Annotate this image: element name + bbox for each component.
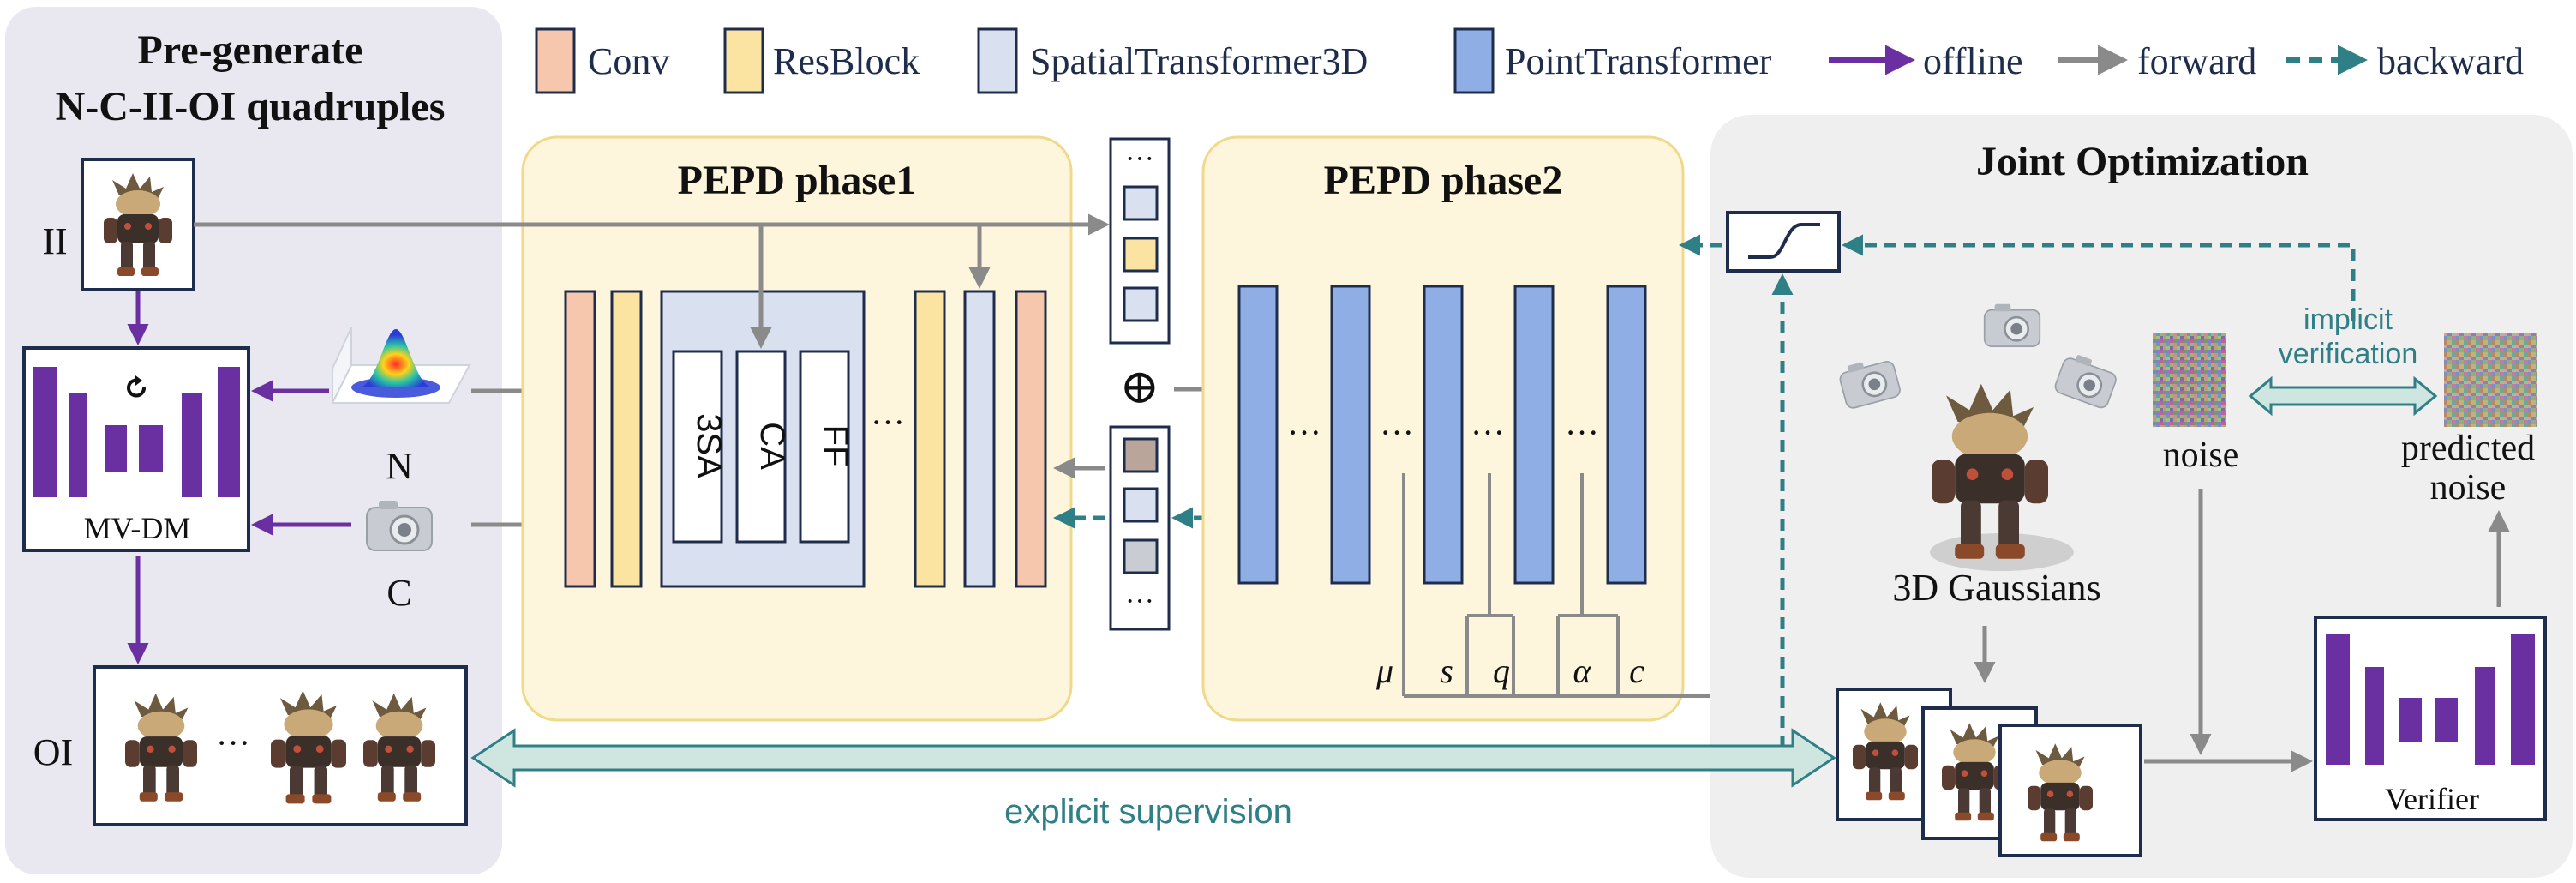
verifier-bar-2 xyxy=(2365,667,2384,765)
camera-top-icon xyxy=(1983,303,2041,348)
sa-block xyxy=(672,350,723,544)
verifier-bar-6 xyxy=(2511,634,2535,765)
legend-backward-label: backward xyxy=(2377,40,2524,82)
noise-image xyxy=(2153,333,2226,427)
lower-stack-ellipsis: ··· xyxy=(1125,586,1154,617)
phase1-spatial-out xyxy=(963,290,996,588)
refresh-icon xyxy=(127,378,146,398)
legend-spatial-label: SpatialTransformer3D xyxy=(1030,40,1368,82)
implicit-label-line2: verification xyxy=(2279,338,2418,370)
oi-ellipsis: ··· xyxy=(216,724,250,762)
param-q: q xyxy=(1493,652,1510,690)
pregenerate-title-line1: Pre-generate xyxy=(138,27,363,73)
legend-resblock-swatch xyxy=(723,27,764,94)
verifier-bar-3 xyxy=(2399,698,2422,742)
mvdm-label: MV-DM xyxy=(84,511,191,545)
phase2-title: PEPD phase2 xyxy=(1324,158,1563,203)
phase2-ellipsis-4: ··· xyxy=(1565,413,1599,452)
implicit-label-line1: implicit xyxy=(2303,303,2393,336)
param-s: s xyxy=(1440,652,1453,690)
phase1-ellipsis: ··· xyxy=(871,403,905,442)
param-alpha: α xyxy=(1573,652,1592,690)
mvdm-bar-2 xyxy=(69,393,87,497)
ff-block xyxy=(799,350,850,544)
lower-stack-frame xyxy=(1109,425,1171,631)
point-transformer-5 xyxy=(1606,285,1647,585)
legend-spatial-swatch xyxy=(977,27,1018,94)
legend-conv-swatch xyxy=(535,27,576,94)
upper-stack-item-1 xyxy=(1123,185,1159,221)
point-transformer-1 xyxy=(1237,285,1279,585)
ca-block xyxy=(735,350,787,544)
mvdm-bar-4 xyxy=(139,425,163,472)
predicted-noise-label-line2: noise xyxy=(2430,468,2507,508)
point-transformer-3 xyxy=(1423,285,1464,585)
pepd-phase1: PEPD phase1 3SA CA FF ··· xyxy=(521,135,1073,722)
phase2-ellipsis-2: ··· xyxy=(1380,413,1414,452)
legend-offline-label: offline xyxy=(1923,40,2023,82)
predicted-noise-image xyxy=(2444,333,2537,427)
upper-stack-item-3 xyxy=(1123,286,1159,322)
noise-gaussian-plot xyxy=(331,327,471,404)
legend-point-label: PointTransformer xyxy=(1505,40,1772,82)
point-transformer-4 xyxy=(1513,285,1555,585)
phase2-ellipsis-1: ··· xyxy=(1287,413,1321,452)
mvdm-bar-6 xyxy=(218,367,240,497)
n-label: N xyxy=(386,445,413,487)
noise-label: noise xyxy=(2163,435,2239,475)
camera-c-icon xyxy=(365,499,434,552)
legend-forward-label: forward xyxy=(2137,40,2256,82)
phase1-conv-in xyxy=(564,290,596,588)
backward-path-verifier-to-sigmoid xyxy=(1842,234,2356,321)
oi-label: OI xyxy=(33,731,73,773)
sigmoid-icon xyxy=(1748,223,1820,259)
pregenerate-panel: Pre-generate N-C-II-OI quadruples II MV-… xyxy=(5,7,502,874)
phase1-conv-out xyxy=(1015,290,1047,588)
phase1-title: PEPD phase1 xyxy=(678,158,917,203)
upper-stack-item-2 xyxy=(1123,237,1159,273)
mvdm-bar-1 xyxy=(33,367,57,497)
pregenerate-title-line2: N-C-II-OI quadruples xyxy=(56,84,446,129)
upper-feature-stack: ··· xyxy=(1109,137,1171,345)
mvdm-bar-5 xyxy=(182,393,202,497)
legend: Conv ResBlock SpatialTransformer3D Point… xyxy=(535,27,2524,94)
gaussians-label: 3D Gaussians xyxy=(1892,567,2100,609)
ff-label: FF xyxy=(817,425,854,467)
verifier-bar-4 xyxy=(2435,698,2458,742)
verifier-bar-5 xyxy=(2475,667,2495,765)
mvdm-box xyxy=(22,346,250,552)
legend-point-swatch xyxy=(1453,27,1495,94)
explicit-supervision-arrow xyxy=(470,728,1836,788)
mvdm-bar-3 xyxy=(105,425,127,472)
lower-feature-stack: ··· xyxy=(1109,425,1171,631)
lower-stack-item-1 xyxy=(1123,437,1159,473)
verifier-box xyxy=(2314,616,2547,821)
explicit-supervision-label: explicit supervision xyxy=(1004,793,1292,831)
joint-title: Joint Optimization xyxy=(1976,139,2309,184)
joint-optimization-panel: Joint Optimization 3D Gaussians noise pr… xyxy=(1710,115,2573,878)
phase1-resblock-in xyxy=(610,290,643,588)
phase2-ellipsis-3: ··· xyxy=(1471,413,1505,452)
sa-label: 3SA xyxy=(690,413,728,478)
ca-label: CA xyxy=(753,422,791,470)
oplus-symbol: ⊕ xyxy=(1120,361,1160,414)
param-mu: μ xyxy=(1375,652,1393,690)
verifier-label: Verifier xyxy=(2385,782,2479,816)
legend-resblock-label: ResBlock xyxy=(773,40,920,82)
phase1-resblock-out xyxy=(914,290,946,588)
point-transformer-2 xyxy=(1330,285,1371,585)
predicted-noise-label-line1: predicted xyxy=(2401,429,2535,468)
verifier-bar-1 xyxy=(2326,634,2350,765)
ii-label: II xyxy=(42,220,67,262)
param-c: c xyxy=(1629,652,1644,690)
lower-stack-item-2 xyxy=(1123,487,1159,523)
c-label: C xyxy=(386,572,411,614)
pepd-phase2: PEPD phase2 ··· ··· ··· ··· μ s q α c xyxy=(1201,135,1892,722)
refresh-icon-head xyxy=(135,375,142,386)
lower-stack-item-3 xyxy=(1123,538,1159,574)
upper-stack-ellipsis: ··· xyxy=(1125,143,1154,175)
legend-conv-label: Conv xyxy=(588,40,669,82)
implicit-verification-arrow xyxy=(2248,375,2438,417)
